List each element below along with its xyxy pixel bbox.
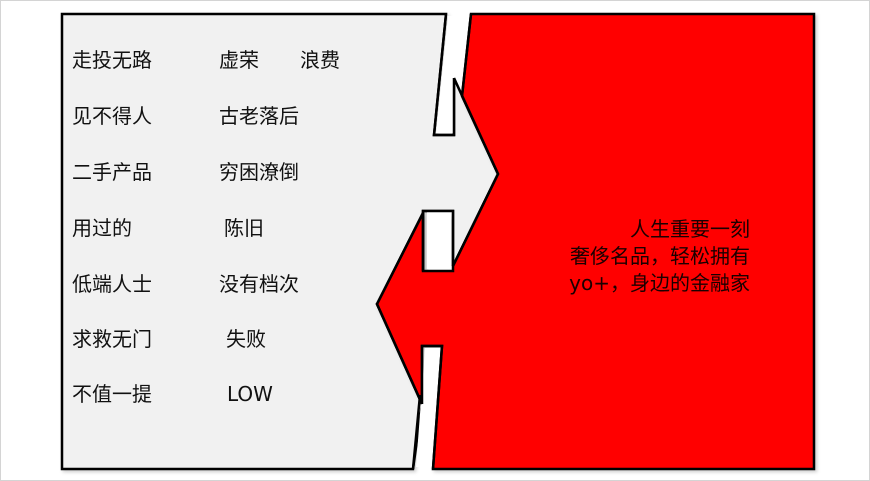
upper-gap [436, 16, 469, 133]
negative-word: 古老落后 [219, 104, 299, 128]
message-line: 奢侈名品，轻松拥有 [570, 244, 750, 268]
upper-notch [427, 211, 452, 269]
negative-word: LOW [227, 382, 273, 406]
positive-message: 人生重要一刻 奢侈名品，轻松拥有 yo+，身边的金融家 [520, 216, 750, 297]
negative-word: 用过的 [72, 216, 132, 240]
message-line: 人生重要一刻 [630, 217, 750, 241]
negative-word: 穷困潦倒 [219, 160, 299, 184]
negative-word: 见不得人 [72, 104, 152, 128]
negative-word: 二手产品 [72, 160, 152, 184]
lower-notch [416, 348, 440, 467]
negative-word: 没有档次 [219, 272, 299, 296]
negative-word: 低端人士 [72, 272, 152, 296]
negative-word: 浪费 [300, 48, 340, 72]
negative-word: 失败 [226, 327, 266, 351]
negative-word: 虚荣 [219, 48, 259, 72]
negative-word: 求救无门 [72, 327, 152, 351]
negative-word: 陈旧 [224, 216, 264, 240]
message-line: yo+，身边的金融家 [569, 271, 750, 295]
negative-word: 走投无路 [72, 48, 152, 72]
negative-word: 不值一提 [72, 382, 152, 406]
